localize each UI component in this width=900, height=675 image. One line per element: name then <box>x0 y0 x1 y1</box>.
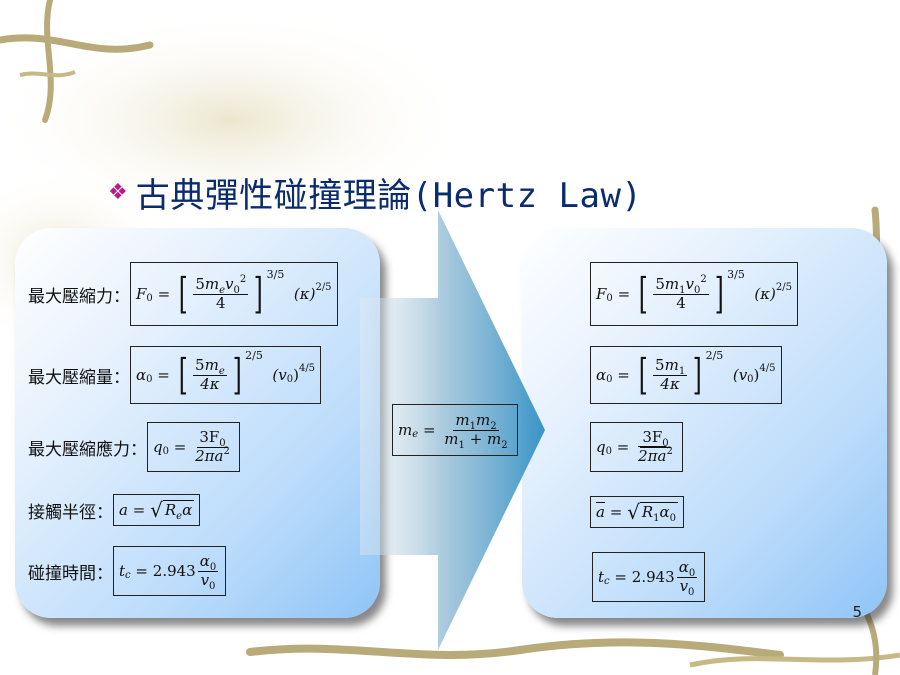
formula-contact-radius-right: a = √R1α0 <box>590 496 685 528</box>
label-contact-radius: 接觸半徑： <box>28 502 113 523</box>
label-max-stress: 最大壓縮應力： <box>28 439 147 460</box>
label-collision-time: 碰撞時間： <box>28 563 113 584</box>
label-max-compression: 最大壓縮量： <box>28 367 130 388</box>
formula-contact-radius-left: a = √Reα <box>113 494 201 526</box>
row-contact-radius: 接觸半徑： a = √Reα <box>28 494 201 526</box>
slide-title-text: 古典彈性碰撞理論(Hertz Law) <box>135 176 643 216</box>
slide-title: ❖ 古典彈性碰撞理論(Hertz Law) <box>108 168 642 217</box>
row-contact-radius-right: a = √R1α0 <box>590 496 685 528</box>
page-number: 5 <box>852 603 862 621</box>
left-formula-panel <box>15 228 380 618</box>
bullet-icon: ❖ <box>108 179 128 205</box>
label-max-force: 最大壓縮力： <box>28 286 130 307</box>
